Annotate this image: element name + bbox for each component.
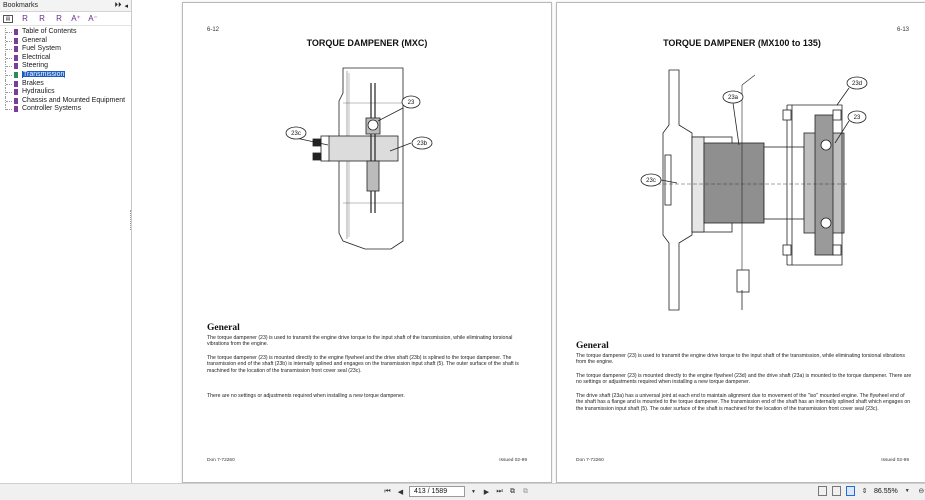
bookmark-icon	[14, 29, 18, 35]
last-page-icon[interactable]: ⏭	[496, 487, 503, 495]
torque-dampener-mxc-diagram: 23 23c 23b	[285, 67, 433, 250]
page-footer-right: Issued 02-99	[499, 458, 527, 463]
bookmark-icon	[14, 89, 18, 96]
callout-label: 23b	[417, 141, 428, 147]
previous-page-icon[interactable]: ◀	[397, 488, 404, 496]
page-footer-right: Issued 02-99	[881, 458, 909, 463]
callout-label: 23c	[646, 178, 656, 184]
view-controls: ⇕ 86.55% ▼ ⊖	[818, 486, 925, 496]
continuous-view-icon[interactable]	[832, 486, 841, 496]
first-page-icon[interactable]: ⏮	[384, 487, 391, 495]
next-view-icon[interactable]: ⧉	[523, 487, 528, 495]
callout-label: 23	[854, 115, 861, 121]
section-heading: General	[576, 341, 609, 351]
bookmarks-panel: Bookmarks ⏵⏵ ◂ ▤ R R R A⁺ A⁻ Table of Co…	[0, 0, 132, 483]
bookmark-icon	[14, 97, 18, 104]
next-page-icon[interactable]: ▶	[483, 488, 490, 496]
body-paragraph: The drive shaft (23a) has a universal jo…	[576, 393, 911, 412]
bookmark-item-hydraulics[interactable]: Hydraulics	[4, 88, 131, 97]
bookmark-icon	[14, 37, 18, 44]
body-paragraph: The torque dampener (23) is mounted dire…	[207, 355, 519, 374]
bookmark-icon	[14, 80, 18, 87]
new-bookmark-icon[interactable]: R	[22, 14, 28, 23]
body-paragraph: The torque dampener (23) is mounted dire…	[576, 373, 912, 386]
bookmark-item-electrical[interactable]: Electrical	[4, 53, 131, 63]
page-dropdown-icon[interactable]: ▼	[471, 488, 476, 495]
delete-bookmark-icon[interactable]: R	[39, 14, 45, 23]
zoom-dropdown-icon[interactable]: ▼	[904, 488, 910, 494]
collapse-panel-icon[interactable]: ◂	[124, 2, 128, 10]
body-paragraph: The torque dampener (23) is used to tran…	[576, 353, 906, 366]
expand-panel-icon[interactable]: ⏵⏵	[114, 1, 122, 9]
section-heading: General	[207, 323, 240, 333]
bookmarks-header: Bookmarks ⏵⏵ ◂	[0, 0, 131, 12]
bookmark-item-transmission[interactable]: Transmission	[4, 70, 131, 80]
status-toolbar: ⏮ ◀ 413 / 1589 ▼ ▶ ⏭ ⧉ ⧉ ⇕ 86.55% ▼ ⊖	[0, 483, 925, 500]
bookmark-item-general[interactable]: General	[4, 36, 131, 46]
bookmark-item-table-of-contents[interactable]: Table of Contents	[4, 28, 131, 37]
callout-label: 23a	[728, 95, 739, 101]
zoom-level[interactable]: 86.55%	[874, 487, 898, 495]
callout-label: 23d	[852, 81, 862, 87]
single-page-view-icon[interactable]	[818, 486, 827, 496]
bookmark-icon	[14, 46, 18, 53]
bookmark-options-icon[interactable]: ▤	[3, 14, 13, 23]
bookmarks-title: Bookmarks	[3, 2, 39, 9]
bookmark-icon	[14, 63, 18, 70]
page-number: 6-13	[896, 27, 909, 33]
pdf-page-left: 6-12 TORQUE DAMPENER (MXC)	[182, 2, 552, 483]
bookmarks-toolbar: ▤ R R R A⁺ A⁻	[0, 12, 131, 26]
document-viewer[interactable]: 6-12 TORQUE DAMPENER (MXC)	[133, 0, 925, 483]
bookmark-icon	[14, 71, 18, 78]
page-number-input[interactable]: 413 / 1589	[409, 486, 465, 497]
bookmark-tree: Table of Contents General Fuel System El…	[0, 26, 131, 114]
bookmark-item-brakes[interactable]: Brakes	[4, 79, 131, 89]
body-paragraph: The torque dampener (23) is used to tran…	[207, 335, 513, 348]
bookmark-item-controller-systems[interactable]: Controller Systems	[4, 105, 131, 114]
zoom-out-icon[interactable]: ⊖	[918, 488, 925, 495]
increase-text-size-icon[interactable]: A⁺	[71, 14, 81, 23]
page-title: TORQUE DAMPENER (MX100 to 135)	[663, 38, 821, 48]
pdf-page-right: 6-13 TORQUE DAMPENER (MX100 to 135)	[556, 2, 925, 483]
panel-resize-handle[interactable]	[130, 210, 132, 230]
bookmark-item-steering[interactable]: Steering	[4, 62, 131, 71]
body-paragraph: There are no settings or adjustments req…	[207, 393, 405, 399]
page-footer-left: Don 7-72260	[576, 458, 604, 463]
page-number: 6-12	[207, 27, 220, 33]
page-navigation: ⏮ ◀ 413 / 1589 ▼ ▶ ⏭ ⧉ ⧉	[383, 486, 530, 497]
callout-label: 23c	[291, 131, 301, 137]
bookmark-item-chassis[interactable]: Chassis and Mounted Equipment	[4, 96, 131, 106]
previous-view-icon[interactable]: ⧉	[510, 487, 515, 495]
callout-label: 23	[408, 100, 415, 106]
find-bookmark-icon[interactable]: R	[56, 14, 62, 23]
bookmark-item-fuel-system[interactable]: Fuel System	[4, 45, 131, 54]
page-title: TORQUE DAMPENER (MXC)	[306, 38, 428, 48]
decrease-text-size-icon[interactable]: A⁻	[88, 14, 98, 23]
torque-dampener-mx100-diagram: 23a 23d 23 23c	[640, 69, 868, 311]
page-footer-left: Don 7-72260	[207, 458, 235, 463]
facing-view-icon[interactable]	[846, 486, 855, 496]
fit-width-icon[interactable]: ⇕	[861, 488, 868, 495]
bookmark-icon	[14, 106, 18, 113]
bookmark-icon	[14, 54, 18, 61]
